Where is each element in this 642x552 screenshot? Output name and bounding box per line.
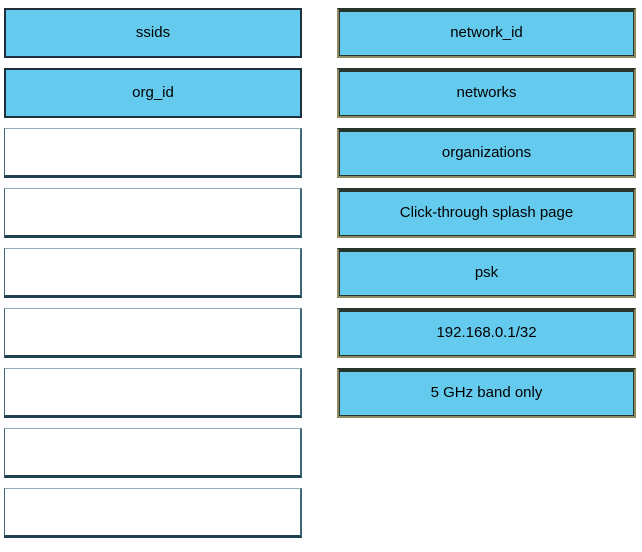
drop-target-empty-6[interactable] [4, 428, 302, 478]
drag-option-label: organizations [441, 144, 532, 161]
drag-option-label: networks [456, 84, 517, 101]
drag-option-label: Click-through splash page [399, 204, 574, 221]
drop-target-ssids[interactable]: ssids [4, 8, 302, 58]
drop-target-label: org_id [132, 84, 174, 101]
drag-option-psk[interactable]: psk [337, 248, 636, 298]
drop-target-org-id[interactable]: org_id [4, 68, 302, 118]
options-column: network_id networks organizations Click-… [337, 8, 636, 428]
drop-target-empty-1[interactable] [4, 128, 302, 178]
drag-option-label: 192.168.0.1/32 [436, 324, 537, 341]
drop-target-label: ssids [135, 24, 171, 41]
drag-option-5ghz-band-only[interactable]: 5 GHz band only [337, 368, 636, 418]
drag-option-label: psk [474, 264, 499, 281]
drop-target-empty-3[interactable] [4, 248, 302, 298]
drop-target-empty-4[interactable] [4, 308, 302, 358]
drag-option-ip-address[interactable]: 192.168.0.1/32 [337, 308, 636, 358]
drag-option-click-through-splash-page[interactable]: Click-through splash page [337, 188, 636, 238]
drop-target-empty-2[interactable] [4, 188, 302, 238]
drag-option-network-id[interactable]: network_id [337, 8, 636, 58]
drop-target-empty-7[interactable] [4, 488, 302, 538]
drag-option-organizations[interactable]: organizations [337, 128, 636, 178]
answer-column: ssids org_id [4, 8, 302, 548]
drag-option-label: network_id [450, 24, 523, 41]
drag-option-networks[interactable]: networks [337, 68, 636, 118]
drag-option-label: 5 GHz band only [430, 384, 543, 401]
drop-target-empty-5[interactable] [4, 368, 302, 418]
